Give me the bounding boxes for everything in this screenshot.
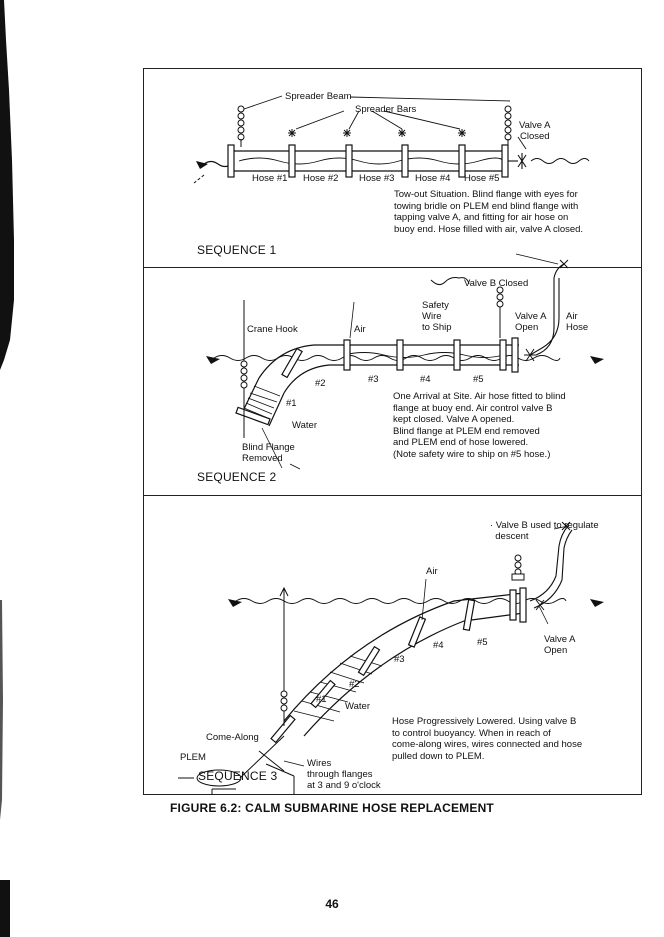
label-hose-2: #2 [315,378,326,389]
sequence-1-panel: Spreader Beam Spreader Bars Valve A Clos… [144,69,641,267]
label-air: Air [354,324,366,335]
label-water: Water [345,701,370,712]
label-come-along: Come-Along [206,732,259,743]
label-valve-a-open: Valve A Open [515,311,547,333]
figure-frame: Spreader Beam Spreader Bars Valve A Clos… [143,68,642,795]
label-spreader-bars: Spreader Bars [355,104,417,115]
label-valve-a: Valve A [519,120,551,131]
label-hose-4: Hose #4 [415,173,451,184]
label-hose-5: #5 [477,637,488,648]
label-crane-hook: Crane Hook [247,324,298,335]
label-hose-4: #4 [420,374,431,385]
sequence-1-description: Tow-out Situation. Blind flange with eye… [394,189,584,235]
label-water: Water [292,420,317,431]
sequence-3-panel: · Valve B used to regulate descent Air #… [144,496,641,795]
sequence-3-description: Hose Progressively Lowered. Using valve … [392,716,583,762]
label-safety-wire: Safety Wire to Ship [422,300,452,333]
sequence-2-title: SEQUENCE 2 [197,470,277,484]
label-spreader-beam: Spreader Beam [285,91,352,102]
sequence-2-drawing [206,253,604,470]
label-air-hose: Air Hose [566,311,589,333]
label-hose-5: Hose #5 [464,173,500,184]
label-hose-4: #4 [433,640,444,651]
label-hose-2: Hose #2 [303,173,339,184]
label-air: Air [426,566,438,577]
label-hose-5: #5 [473,374,484,385]
label-closed: Closed [520,131,550,142]
figure-caption: FIGURE 6.2: CALM SUBMARINE HOSE REPLACEM… [170,801,494,815]
label-hose-3: Hose #3 [359,173,395,184]
sequence-2-panel: Valve B Closed Safety Wire to Ship Valve… [144,253,641,495]
sequence-3-drawing [178,521,604,795]
label-hose-1: #1 [286,398,297,409]
label-hose-3: #3 [394,654,405,665]
divider-1 [144,267,641,268]
divider-2 [144,495,641,496]
label-plem: PLEM [180,752,206,763]
sequence-2-description: One Arrival at Site. Air hose fitted to … [393,391,566,460]
label-valve-b-closed: Valve B Closed [464,278,529,289]
label-hose-1: #1 [316,694,327,705]
label-valve-b-regulate: · Valve B used to regulate descent [490,520,599,542]
sequence-3-title: SEQUENCE 3 [198,769,278,783]
label-blind-flange-removed: Blind Flange Removed [242,442,295,464]
sequence-1-drawing [193,95,590,184]
page-number: 46 [325,897,339,911]
label-wires: Wires through flanges at 3 and 9 o'clock [307,758,381,791]
label-hose-3: #3 [368,374,379,385]
label-hose-1: Hose #1 [252,173,288,184]
sequence-1-title: SEQUENCE 1 [197,243,277,257]
label-valve-a-open: Valve A Open [544,634,576,656]
scan-binding-edge [0,0,18,937]
label-hose-2: #2 [349,679,360,690]
